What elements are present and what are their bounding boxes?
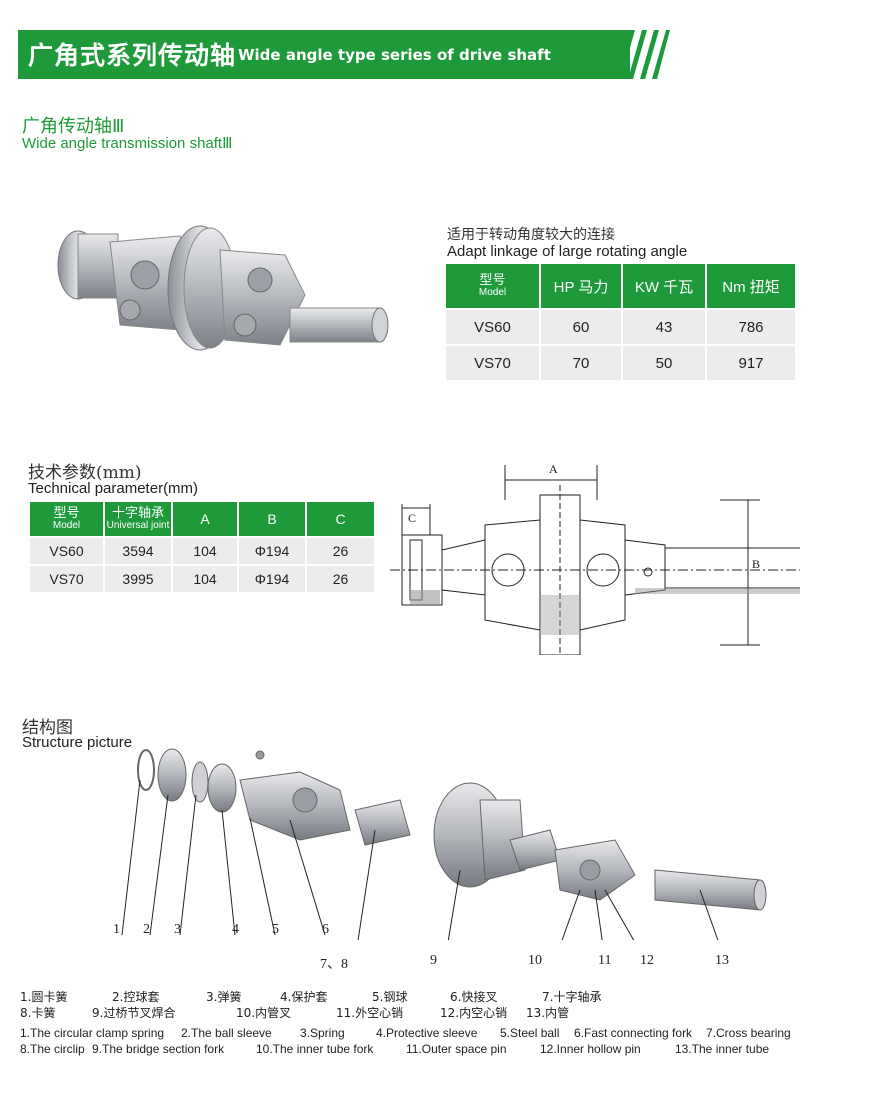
technical-drawing: A C B <box>390 462 800 655</box>
legend-en-2: 2.The ball sleeve <box>181 1026 272 1040</box>
technical-header-row: 型号 Model 十字轴承 Universal joint A B C <box>30 502 374 536</box>
legend-zh-12: 12.内空心销 <box>440 1006 508 1020</box>
callout-13: 13 <box>715 953 729 968</box>
legend-en-6: 6.Fast connecting fork <box>574 1026 693 1040</box>
callout-4: 4 <box>232 922 239 937</box>
callout-2: 2 <box>143 922 150 937</box>
callout-10: 10 <box>528 953 542 968</box>
technical-header-model-en: Model <box>52 520 81 531</box>
spec-header-nm: Nm 扭矩 <box>707 264 795 308</box>
product-name-en: Wide angle transmission shaftⅢ <box>22 135 233 152</box>
legend-zh-1: 1.圆卡簧 <box>20 990 68 1004</box>
legend-zh-4: 4.保护套 <box>280 990 328 1004</box>
legend-en-13: 13.The inner tube <box>675 1042 770 1056</box>
callout-1: 1 <box>113 922 120 937</box>
banner-stripes <box>604 30 670 79</box>
spec-cell: VS70 <box>446 346 539 380</box>
legend-zh-9: 9.过桥节叉焊合 <box>92 1006 176 1020</box>
legend-en-7: 7.Cross bearing <box>706 1026 791 1040</box>
callout-7-8: 7、8 <box>320 957 348 972</box>
technical-cell: 104 <box>173 566 237 592</box>
legend-zh-11: 11.外空心销 <box>336 1006 404 1020</box>
callout-12: 12 <box>640 953 654 968</box>
technical-cell: 104 <box>173 538 237 564</box>
legend-en-3: 3.Spring <box>300 1026 345 1040</box>
legend-en-4: 4.Protective sleeve <box>376 1026 478 1040</box>
technical-cell: VS60 <box>30 538 103 564</box>
legend-zh-7: 7.十字轴承 <box>542 990 602 1004</box>
product-name-zh: 广角传动轴Ⅲ <box>22 116 125 137</box>
callout-11: 11 <box>598 953 612 968</box>
legend-en-8: 8.The circlip <box>20 1042 85 1056</box>
spec-table: 型号 Model HP 马力 KW 千瓦 Nm 扭矩 VS60 60 43 78… <box>444 262 797 382</box>
banner-title-en: Wide angle type series of drive shaft <box>238 46 551 64</box>
spec-cell: 70 <box>541 346 621 380</box>
technical-cell: Φ194 <box>239 566 305 592</box>
technical-header-b: B <box>239 502 305 536</box>
legend-en-11: 11.Outer space pin <box>406 1042 507 1056</box>
technical-cell: VS70 <box>30 566 103 592</box>
technical-header-model-zh: 型号 <box>53 506 80 521</box>
spec-cell: 60 <box>541 310 621 344</box>
legend-zh-3: 3.弹簧 <box>206 990 242 1004</box>
technical-title-zh: 技术参数(mm) <box>28 463 142 483</box>
technical-cell: 3995 <box>105 566 171 592</box>
spec-header-model-zh: 型号 <box>479 273 506 288</box>
technical-title-en: Technical parameter(mm) <box>28 480 199 497</box>
technical-header-model: 型号 Model <box>30 502 103 536</box>
legend-zh-2: 2.控球套 <box>112 990 160 1004</box>
structure-title-en: Structure picture <box>22 734 133 751</box>
spec-header-kw: KW 千瓦 <box>623 264 705 308</box>
callout-6: 6 <box>322 922 329 937</box>
banner-title-zh: 广角式系列传动轴 <box>28 41 237 70</box>
callout-3: 3 <box>174 922 181 937</box>
spec-header-model: 型号 Model <box>446 264 539 308</box>
technical-cell: 3594 <box>105 538 171 564</box>
structure-title-zh: 结构图 <box>22 718 73 738</box>
table-row: VS60 3594 104 Φ194 26 <box>30 538 374 564</box>
technical-cell: 26 <box>307 566 374 592</box>
technical-cell: Φ194 <box>239 538 305 564</box>
table-row: VS70 70 50 917 <box>446 346 795 380</box>
exploded-view <box>121 748 767 940</box>
spec-header-row: 型号 Model HP 马力 KW 千瓦 Nm 扭矩 <box>446 264 795 308</box>
table-row: VS70 3995 104 Φ194 26 <box>30 566 374 592</box>
technical-header-a: A <box>173 502 237 536</box>
spec-cell: 917 <box>707 346 795 380</box>
dimension-a: A <box>549 462 558 476</box>
technical-header-joint-zh: 十字轴承 <box>111 506 164 521</box>
technical-cell: 26 <box>307 538 374 564</box>
legend-zh-5: 5.钢球 <box>372 990 408 1004</box>
dimension-b: B <box>752 557 760 571</box>
spec-caption-zh: 适用于转动角度较大的连接 <box>447 227 615 243</box>
legend-zh-6: 6.快接叉 <box>450 990 498 1004</box>
legend-en-1: 1.The circular clamp spring <box>20 1026 165 1040</box>
legend-en-9: 9.The bridge section fork <box>92 1042 225 1056</box>
spec-header-hp: HP 马力 <box>541 264 621 308</box>
spec-cell: 786 <box>707 310 795 344</box>
product-photo <box>57 225 389 351</box>
technical-table: 型号 Model 十字轴承 Universal joint A B C VS60… <box>28 500 376 594</box>
dimension-c: C <box>408 511 416 525</box>
spec-cell: VS60 <box>446 310 539 344</box>
legend-zh-13: 13.内管 <box>526 1006 570 1020</box>
technical-header-joint-en: Universal joint <box>106 520 170 531</box>
technical-header-c: C <box>307 502 374 536</box>
legend-en-5: 5.Steel ball <box>500 1026 560 1040</box>
legend-zh-10: 10.内管叉 <box>236 1006 292 1020</box>
callout-5: 5 <box>272 922 279 937</box>
spec-caption-en: Adapt linkage of large rotating angle <box>447 243 688 260</box>
table-row: VS60 60 43 786 <box>446 310 795 344</box>
spec-cell: 43 <box>623 310 705 344</box>
spec-header-model-en: Model <box>478 287 507 298</box>
header-banner <box>18 30 630 79</box>
technical-header-joint: 十字轴承 Universal joint <box>105 502 171 536</box>
legend-en-12: 12.Inner hollow pin <box>540 1042 641 1056</box>
legend-en-10: 10.The inner tube fork <box>256 1042 374 1056</box>
callout-9: 9 <box>430 953 437 968</box>
spec-cell: 50 <box>623 346 705 380</box>
legend-zh-8: 8.卡簧 <box>20 1006 56 1020</box>
